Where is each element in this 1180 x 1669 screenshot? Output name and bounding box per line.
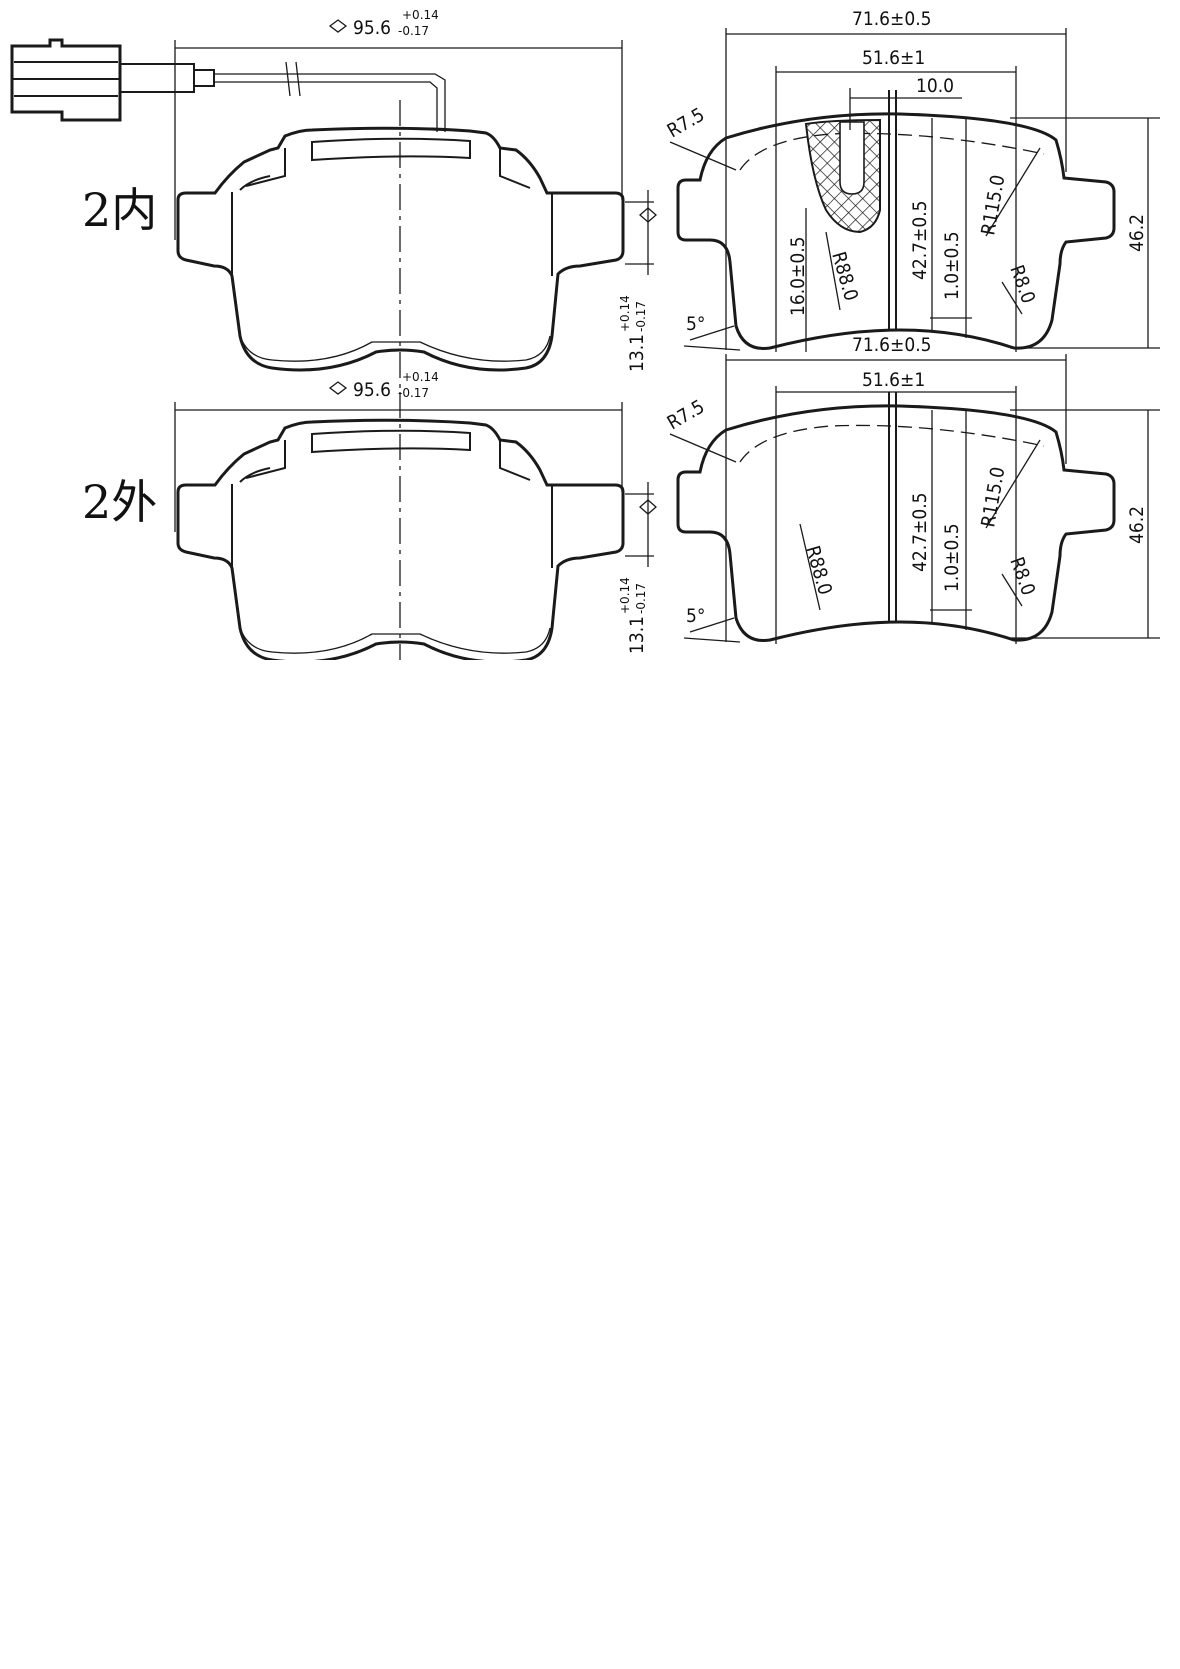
- inner-radius: R88.0: [827, 249, 862, 303]
- width-value: 95.6: [353, 379, 391, 401]
- thickness-tol-upper: +0.14: [618, 295, 632, 332]
- width-value: 95.6: [353, 17, 391, 39]
- friction-view-inner: 71.6±0.5 51.6±1 10.0 R7.5 16.0±0.5 R88.0…: [664, 8, 1160, 352]
- overall-width: 71.6±0.5: [852, 8, 932, 30]
- chamfer-width: 51.6±1: [862, 47, 925, 69]
- chamfer-width: 51.6±1: [862, 369, 925, 391]
- friction-view-outer: 71.6±0.5 51.6±1 R7.5 R88.0 42.7±0.5 1.0±…: [664, 334, 1160, 644]
- inner-radius: R88.0: [801, 543, 836, 597]
- side-radius: R8.0: [1005, 554, 1039, 598]
- width-tol-lower: -0.17: [398, 24, 429, 38]
- view-label-inner: 2内: [82, 183, 157, 237]
- slot-depth: 16.0±0.5: [787, 236, 809, 316]
- brake-pad-technical-drawing: 2内 95.6 +0.14 -0.17 13.1 +0.14 -0.17 2外: [10, 8, 1160, 660]
- total-height: 46.2: [1126, 506, 1148, 544]
- sensor-width: 10.0: [916, 75, 954, 97]
- thickness-value: 13.1: [626, 334, 648, 372]
- thickness-tol-lower: -0.17: [634, 583, 648, 614]
- backplate-view-inner: 2内 95.6 +0.14 -0.17 13.1 +0.14 -0.17: [82, 8, 657, 392]
- corner-radius: R7.5: [664, 104, 709, 143]
- wear-sensor: [10, 38, 446, 132]
- height: 42.7±0.5: [909, 200, 931, 280]
- backplate-outline: [176, 126, 625, 372]
- angle: 5°: [686, 605, 705, 627]
- width-tol-upper: +0.14: [402, 8, 439, 22]
- total-height: 46.2: [1126, 214, 1148, 252]
- height: 42.7±0.5: [909, 492, 931, 572]
- thickness-value: 13.1: [626, 616, 648, 654]
- side-radius: R8.0: [1005, 262, 1039, 306]
- angle: 5°: [686, 313, 705, 335]
- sensor-connector-body: [10, 38, 122, 122]
- slot-gap: 1.0±0.5: [941, 231, 963, 300]
- backplate-outline: [176, 418, 625, 660]
- corner-radius: R7.5: [664, 396, 709, 435]
- overall-width: 71.6±0.5: [852, 334, 932, 356]
- sensor-plug: [119, 63, 195, 93]
- width-tol-lower: -0.17: [398, 386, 429, 400]
- view-label-outer: 2外: [82, 475, 157, 529]
- thickness-tol-upper: +0.14: [618, 577, 632, 614]
- thickness-tol-lower: -0.17: [634, 301, 648, 332]
- width-tol-upper: +0.14: [402, 370, 439, 384]
- backplate-view-outer: 2外 95.6 +0.14 -0.17 13.1 +0.14 -0.17: [82, 370, 657, 660]
- slot-gap: 1.0±0.5: [941, 523, 963, 592]
